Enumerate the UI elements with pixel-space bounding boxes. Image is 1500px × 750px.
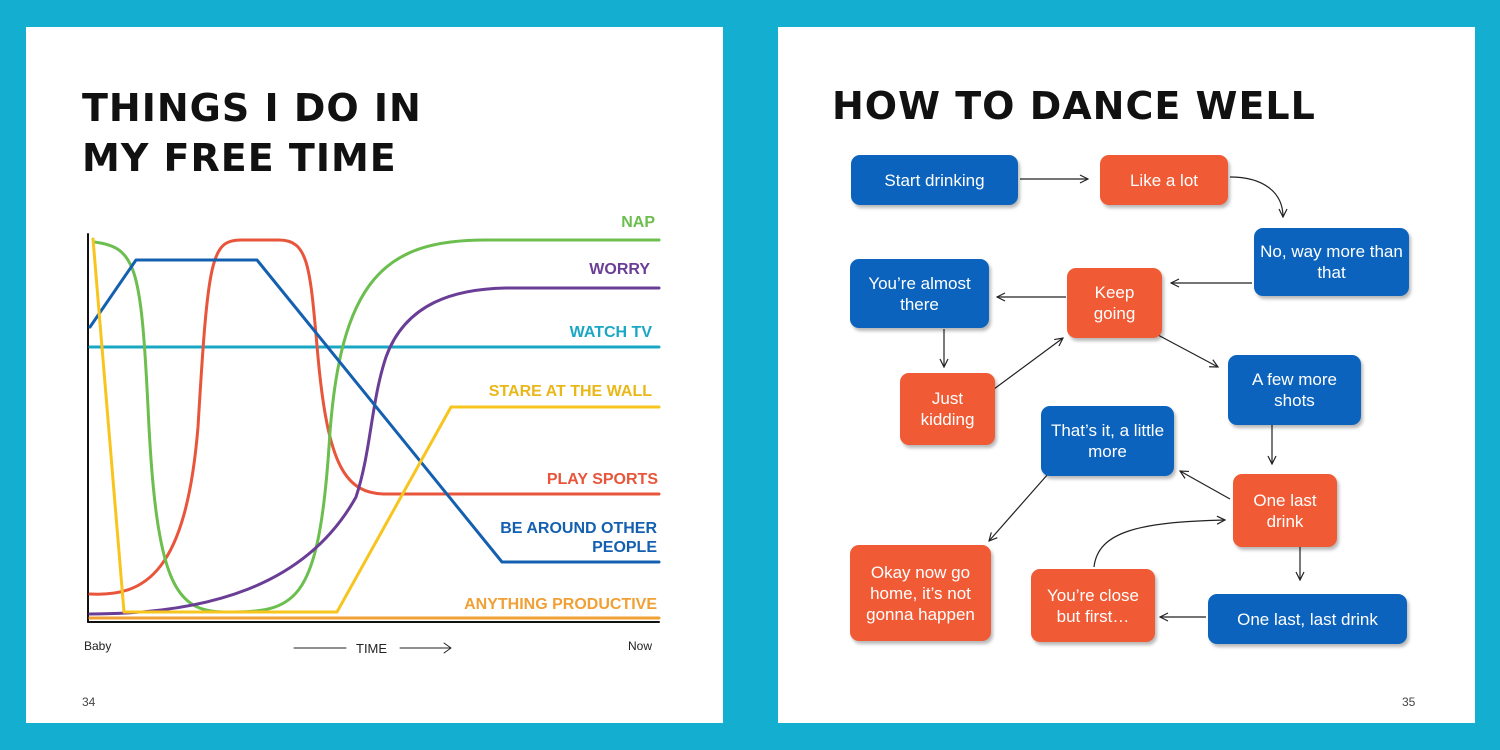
legend-label-worry: WORRY [589,261,650,278]
legend-label-nap: NAP [621,214,655,231]
free-time-chart: NAP WORRY WATCH TV STARE AT THE WALL PLA… [87,214,661,654]
node-few-more-shots: A few more shots [1228,355,1361,425]
title-line-2: MY FREE TIME [82,136,397,180]
right-page-title: HOW TO DANCE WELL [832,84,1316,128]
node-just-kidding: Just kidding [900,373,995,445]
node-no-way-more: No, way more than that [1254,228,1409,296]
flowchart-arrows [778,27,1475,723]
node-like-a-lot: Like a lot [1100,155,1228,205]
page-number-left: 34 [82,695,96,709]
arrow-keepgoing-to-fewmore [1157,334,1218,367]
series-line-stare-at-the-wall [91,237,661,614]
node-one-last-last-drink: One last, last drink [1208,594,1407,644]
legend-label-anything-productive: ANYTHING PRODUCTIVE [464,596,657,613]
series-line-be-around-other-people [88,258,661,564]
left-page-title: THINGS I DO IN MY FREE TIME [82,83,422,183]
node-one-last-drink: One last drink [1233,474,1337,547]
arrow-close-to-onelast [1093,520,1225,568]
title-line-1: THINGS I DO IN [82,86,422,130]
legend-label-watch-tv: WATCH TV [570,324,653,341]
node-okay-now-go-home: Okay now go home, it’s not gonna happen [850,545,991,641]
node-start-drinking: Start drinking [851,155,1018,205]
x-end-label: Now [628,639,653,653]
x-axis-label: TIME [356,641,388,656]
legend-label-play-sports: PLAY SPORTS [547,471,658,488]
series-line-worry [88,286,661,616]
arrow-onelast-to-thatsit [1180,471,1231,500]
legend-label-stare-at-the-wall: STARE AT THE WALL [489,383,652,400]
x-start-label: Baby [84,639,112,653]
series-line-play-sports [88,238,661,596]
node-youre-close: You’re close but first… [1031,569,1155,642]
left-page: THINGS I DO IN MY FREE TIME [26,27,723,723]
legend-label-be-around-other-people: BE AROUND OTHER PEOPLE [500,520,657,556]
node-thats-it: That’s it, a little more [1041,406,1174,476]
page-number-right: 35 [1402,695,1416,709]
right-page: HOW TO DANCE WELL Start drinking Like a … [778,27,1475,723]
arrow-just-to-keepgoing [993,338,1063,390]
node-almost-there: You’re almost there [850,259,989,328]
arrow-like-to-noway [1229,176,1283,217]
node-keep-going: Keep going [1067,268,1162,338]
time-arrow-right-line [399,642,452,654]
arrow-thatsit-to-okay [989,473,1049,541]
